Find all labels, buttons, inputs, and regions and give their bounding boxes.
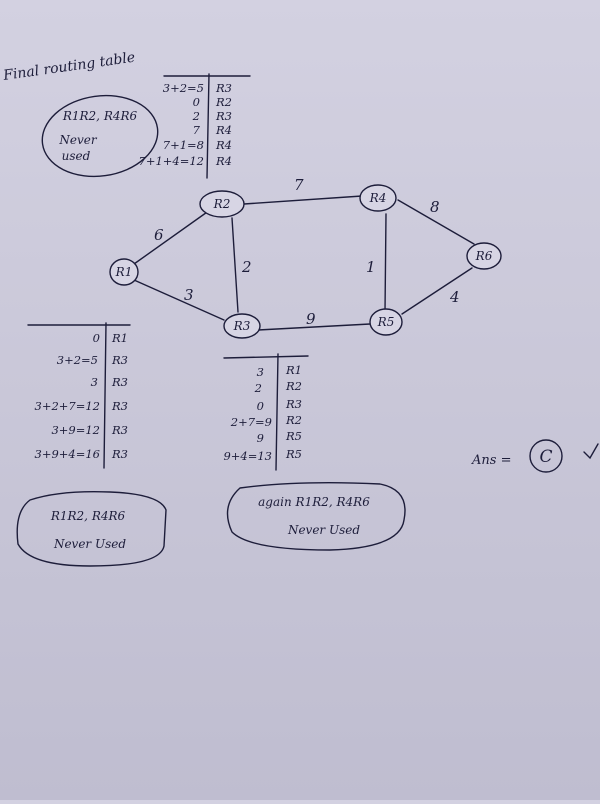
table-cell-next-hop: R2 (285, 379, 302, 393)
table-cell-cost: 0 (257, 399, 264, 413)
table-cell-cost: 0 (193, 95, 200, 109)
edge-weight-r2-r3: 2 (241, 258, 252, 276)
table-cell-next-hop: R3 (111, 399, 128, 413)
edge-weight-r4-r5: 1 (366, 258, 376, 276)
table-cell-next-hop: R5 (285, 447, 302, 461)
note-outline (41, 94, 159, 178)
answer: Ans = C (471, 439, 599, 473)
router-label-r3: R3 (233, 319, 251, 333)
note-bubble-r3: again R1R2, R4R6 Never Used (226, 481, 406, 551)
table-cell-next-hop: R2 (215, 95, 232, 109)
table-cell-next-hop: R3 (215, 109, 232, 123)
note-text: used (62, 149, 91, 163)
table-cell-next-hop: R2 (285, 413, 302, 427)
table-divider (275, 353, 279, 471)
network-graph: 6 3 2 7 9 1 8 4 R1 R2 R3 R4 R5 R6 (109, 176, 502, 339)
table-cell-next-hop: R1 (111, 331, 128, 345)
table-cell-cost: 0 (93, 331, 100, 345)
graph-edge-r2-r3 (231, 217, 239, 313)
router-node-r6 (466, 242, 502, 270)
table-cell-next-hop: R1 (285, 363, 302, 377)
table-cell-cost: 2+7=9 (230, 415, 272, 429)
edge-weight-r1-r3: 3 (184, 286, 194, 304)
router-node-r4 (359, 184, 397, 212)
answer-circle (529, 439, 563, 473)
graph-edge-r2-r4 (243, 195, 363, 205)
table-cell-next-hop: R5 (285, 429, 302, 443)
table-cell-cost: 3+2=5 (57, 353, 98, 367)
table-cell-cost: 9+4=13 (223, 449, 272, 463)
note-text: Never Used (53, 537, 126, 551)
note-text: Never (58, 133, 97, 147)
table-cell-cost: 3+9+4=16 (35, 447, 101, 461)
routing-table-r2: 3+2=5 R3 0 R2 2 R3 7 R4 7+1=8 R4 7+1+4=1… (139, 73, 251, 179)
table-cell-cost: 7 (193, 123, 201, 137)
table-cell-next-hop: R3 (285, 397, 302, 411)
router-label-r1: R1 (115, 265, 133, 279)
router-node-r3 (223, 313, 261, 339)
table-cell-cost: 3 (257, 365, 264, 379)
edge-weight-r2-r4: 7 (294, 176, 304, 194)
page-title: Final routing table (1, 50, 136, 84)
table-cell-next-hop: R4 (215, 123, 232, 137)
router-label-r2: R2 (213, 197, 231, 211)
table-cell-next-hop: R3 (111, 375, 128, 389)
table-cell-cost: 2 (254, 381, 262, 395)
graph-edge-r3-r5 (257, 323, 371, 331)
note-links: again R1R2, R4R6 (258, 495, 370, 509)
edge-weight-r4-r6: 8 (430, 198, 440, 216)
note-bubble-r1: R1R2, R4R6 Never Used (16, 490, 167, 567)
table-cell-next-hop: R3 (215, 81, 232, 95)
table-cell-cost: 3+9=12 (51, 423, 100, 437)
edge-weight-r1-r2: 6 (154, 226, 164, 244)
table-divider (206, 73, 210, 179)
note-text: Never Used (287, 523, 360, 537)
note-bubble-r2: R1R2, R4R6 Never used (41, 94, 159, 178)
edge-weight-r3-r5: 9 (306, 310, 316, 328)
table-cell-cost: 2 (192, 109, 200, 123)
note-links: R1R2, R4R6 (50, 509, 126, 523)
note-links: R1R2, R4R6 (62, 109, 138, 123)
table-cell-next-hop: R3 (111, 353, 128, 367)
table-cell-next-hop: R4 (215, 138, 232, 152)
graph-edge-r4-r6 (397, 199, 475, 245)
table-cell-next-hop: R3 (111, 447, 128, 461)
table-cell-cost: 3+2=5 (163, 81, 204, 95)
table-cell-cost: 7+1+4=12 (139, 154, 205, 168)
table-cell-next-hop: R3 (111, 423, 128, 437)
router-label-r4: R4 (369, 191, 387, 205)
table-divider (103, 322, 107, 469)
router-node-r5 (369, 308, 403, 336)
routing-table-r1: 0 R1 3+2=5 R3 3 R3 3+2+7=12 R3 3+9=12 R3… (27, 322, 131, 469)
routing-table-r3: 3 R1 2 R2 0 R3 2+7=9 R2 9 R5 9+4=13 R5 (223, 353, 309, 471)
graph-edge-r1-r2 (133, 209, 211, 265)
table-cell-cost: 3+2+7=12 (35, 399, 101, 413)
graph-edge-r4-r5 (384, 213, 387, 313)
edge-weight-r5-r6: 4 (449, 288, 460, 306)
table-rule (223, 355, 309, 359)
table-cell-cost: 3 (91, 375, 98, 389)
note-outline (226, 481, 406, 551)
router-label-r5: R5 (377, 315, 395, 329)
table-cell-next-hop: R4 (215, 154, 232, 168)
note-outline (16, 490, 167, 567)
router-node-r1 (109, 258, 139, 286)
graph-edge-r1-r3 (133, 279, 225, 321)
table-cell-cost: 9 (257, 431, 264, 445)
graph-edge-r5-r6 (401, 267, 473, 315)
check-mark-icon (583, 443, 599, 460)
answer-label: Ans = (471, 453, 511, 468)
answer-value: C (539, 447, 552, 467)
router-node-r2 (199, 190, 245, 218)
table-cell-cost: 7+1=8 (163, 138, 204, 152)
router-label-r6: R6 (475, 249, 493, 263)
